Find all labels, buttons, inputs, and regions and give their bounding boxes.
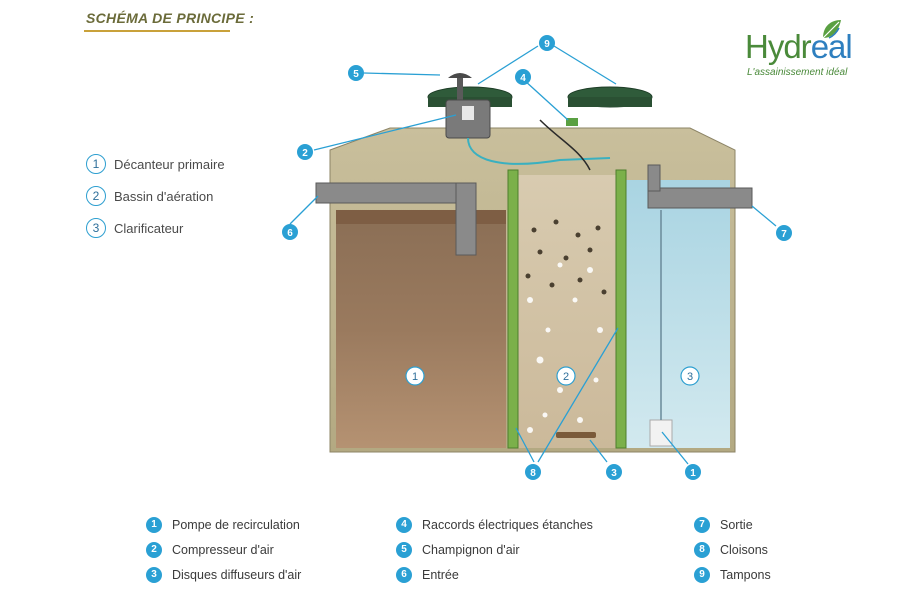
callout-markers: 9 5 4 2 6 7 8 3 1 xyxy=(282,35,792,480)
svg-text:5: 5 xyxy=(353,69,359,80)
recirculation-pump xyxy=(649,419,673,447)
page-title: SCHÉMA DE PRINCIPE : xyxy=(86,10,255,26)
tank-shell xyxy=(329,127,736,453)
primary-settler-zone xyxy=(336,210,506,448)
component-number: 4 xyxy=(396,516,412,533)
air-line xyxy=(467,137,611,165)
title-underline xyxy=(84,30,230,32)
zone-label: Bassin d'aération xyxy=(114,188,214,204)
component-number: 7 xyxy=(694,516,710,533)
component-label: Champignon d'air xyxy=(422,542,520,557)
component-number: 9 xyxy=(694,566,710,583)
component-number: 8 xyxy=(694,541,710,558)
component-label: Entrée xyxy=(422,567,459,582)
air-diffuser-disc xyxy=(556,432,596,438)
component-label: Raccords électriques étanches xyxy=(422,517,593,532)
electrical-connector xyxy=(566,118,578,126)
component-number: 2 xyxy=(146,541,162,558)
svg-text:2: 2 xyxy=(563,371,569,383)
partitions xyxy=(507,169,627,449)
component-legend-item: 8 Cloisons xyxy=(694,537,771,562)
pipes xyxy=(315,164,753,256)
svg-text:4: 4 xyxy=(520,73,526,84)
component-label: Sortie xyxy=(720,517,753,532)
component-legend-item: 2 Compresseur d'air xyxy=(146,537,301,562)
svg-text:1: 1 xyxy=(412,371,418,383)
callout-arrows xyxy=(289,45,777,465)
zone-legend-item: 3 Clarificateur xyxy=(86,212,225,244)
svg-text:6: 6 xyxy=(287,228,293,239)
component-legend-item: 6 Entrée xyxy=(396,562,593,587)
component-legend-item: 5 Champignon d'air xyxy=(396,537,593,562)
component-legend-item: 3 Disques diffuseurs d'air xyxy=(146,562,301,587)
component-number: 1 xyxy=(146,516,162,533)
svg-text:8: 8 xyxy=(530,468,536,479)
zone-number: 1 xyxy=(86,154,106,174)
component-legend-item: 7 Sortie xyxy=(694,512,771,537)
svg-text:7: 7 xyxy=(781,229,787,240)
logo-wordmark: Hydreal xyxy=(745,28,853,66)
component-legend-item: 4 Raccords électriques étanches xyxy=(396,512,593,537)
component-legend-col-2: 4 Raccords électriques étanches 5 Champign… xyxy=(396,512,593,587)
svg-text:3: 3 xyxy=(611,468,617,479)
component-label: Tampons xyxy=(720,567,771,582)
component-legend-col-1: 1 Pompe de recirculation 2 Compresseur d'a… xyxy=(146,512,301,587)
component-label: Disques diffuseurs d'air xyxy=(172,567,302,582)
component-label: Compresseur d'air xyxy=(172,542,274,557)
zone-markers: 1 2 3 xyxy=(405,366,700,386)
svg-text:9: 9 xyxy=(544,39,550,50)
scum-layer xyxy=(336,210,506,224)
logo-word-part: Hydr xyxy=(745,28,812,65)
component-legend-item: 9 Tampons xyxy=(694,562,771,587)
component-legend-col-3: 7 Sortie 8 Cloisons 9 Tampons xyxy=(694,512,771,587)
zone-label: Clarificateur xyxy=(114,220,184,236)
svg-text:1: 1 xyxy=(690,468,696,479)
zone-label: Décanteur primaire xyxy=(114,156,225,172)
zone-number: 2 xyxy=(86,186,106,206)
leaf-icon xyxy=(822,20,841,39)
component-label: Pompe de recirculation xyxy=(172,517,300,532)
zone-legend-item: 1 Décanteur primaire xyxy=(86,148,225,180)
aeration-bubbles xyxy=(527,262,603,433)
component-number: 6 xyxy=(396,566,412,583)
component-number: 3 xyxy=(146,566,162,583)
electrical-cable xyxy=(539,119,591,171)
sludge-flocs xyxy=(525,219,607,295)
component-label: Cloisons xyxy=(720,542,768,557)
svg-text:3: 3 xyxy=(687,371,693,383)
compressor-unit xyxy=(445,73,491,139)
zone-legend: 1 Décanteur primaire 2 Bassin d'aération… xyxy=(86,148,225,244)
logo-tagline: L'assainissement idéal xyxy=(747,67,848,78)
logo-word-part: eal xyxy=(810,28,853,65)
zone-legend-item: 2 Bassin d'aération xyxy=(86,180,225,212)
aeration-zone xyxy=(518,175,616,448)
zone-number: 3 xyxy=(86,218,106,238)
svg-text:2: 2 xyxy=(302,148,308,159)
component-number: 5 xyxy=(396,541,412,558)
clarifier-zone xyxy=(626,180,730,448)
brand-logo: Hydreal L'assainissement idéal xyxy=(745,18,875,80)
component-legend-item: 1 Pompe de recirculation xyxy=(146,512,301,537)
